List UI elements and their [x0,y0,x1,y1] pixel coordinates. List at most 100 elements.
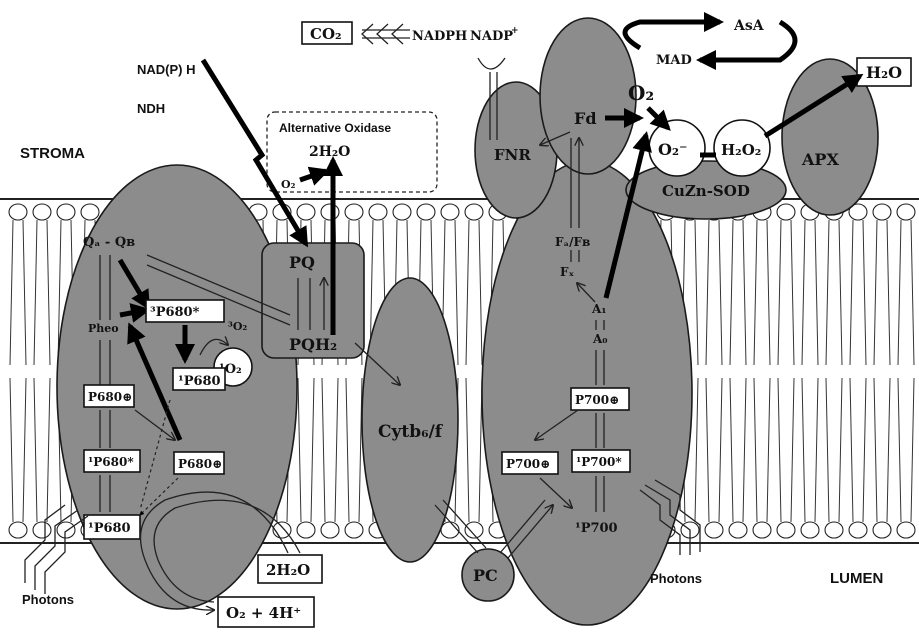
lipid-head-bottom [33,522,51,538]
p700-ground-label: ¹P700 [575,521,618,536]
lipid-tail-bottom [706,378,722,522]
triplet-p680-label: ³P680* [150,305,200,320]
lipid-head-bottom [753,522,771,538]
co2-open-arrows [362,24,410,44]
cytb6f-label: Cytb₆/f [378,422,444,442]
asa-cycle-arrow [625,22,720,48]
asa-label: AsA [733,18,765,34]
fd-label: Fd [574,109,597,128]
nadp-label: NADP [470,29,513,44]
water-products-label: O₂ + 4H⁺ [226,604,301,622]
apx-label: APX [801,150,839,169]
lipid-tail-bottom [322,378,338,522]
fafb-label: Fₐ/Fʙ [555,235,590,249]
lipid-head-top [33,204,51,220]
lipid-tail-bottom [802,378,818,522]
nadph-ndh-label: NAD(P) H [137,62,196,77]
lipid-head-bottom [705,522,723,538]
lipid-head-bottom [801,522,819,538]
superoxide-label: O₂⁻ [658,140,687,159]
lipid-tail-bottom [850,378,866,522]
lipid-tail-top [826,220,842,365]
p680-ground-label: ¹P680 [88,521,131,536]
aox-product: 2H₂O [309,144,350,160]
lipid-head-top [897,204,915,220]
triplet-o2-label: ³O₂ [228,320,247,333]
o2-label: O₂ [628,81,654,105]
a1-label: A₁ [591,302,607,316]
lipid-head-bottom [345,522,363,538]
nadph-label: NADPH [412,29,467,44]
aox-o2: O₂ [281,178,296,191]
lipid-tail-top [754,220,770,365]
photons-left-label: Photons [22,592,74,607]
p680-oxidized-label: P680⊕ [178,457,222,471]
photons-right-label: Photons [650,571,702,586]
h2o2-label: H₂O₂ [721,141,761,159]
lipid-head-top [417,204,435,220]
lipid-head-bottom [321,522,339,538]
lipid-tail-bottom [298,378,314,522]
lipid-head-top [321,204,339,220]
lipid-head-top [777,204,795,220]
cytb6f-complex [362,278,458,562]
lipid-tail-top [730,220,746,365]
lumen-label: LUMEN [830,570,883,587]
mad-label: MAD [656,53,692,68]
lipid-head-top [393,204,411,220]
lipid-tail-bottom [826,378,842,522]
lipid-head-top [345,204,363,220]
lipid-head-bottom [465,522,483,538]
lipid-head-top [81,204,99,220]
pheo-label: Pheo [88,322,119,335]
lipid-head-top [297,204,315,220]
lipid-head-bottom [57,522,75,538]
stroma-label: STROMA [20,145,85,162]
pqh2-label: PQH₂ [289,335,337,354]
lipid-tail-top [34,220,50,365]
qa-qb-label: Qₐ - Qʙ [83,235,135,250]
lipid-head-top [57,204,75,220]
lipid-head-bottom [729,522,747,538]
lipid-head-top [9,204,27,220]
lipid-tail-top [898,220,914,365]
lipid-head-bottom [9,522,27,538]
pc-label: PC [473,566,498,585]
h2o-box-label: H₂O [866,63,902,82]
singlet-p680-label: ¹P680 [178,374,221,389]
ndh-label: NDH [137,101,165,116]
lipid-tail-bottom [778,378,794,522]
p700-excited-label: ¹P700* [576,455,622,469]
lipid-head-bottom [873,522,891,538]
lipid-head-top [873,204,891,220]
lipid-tail-top [850,220,866,365]
lipid-tail-top [466,220,482,365]
p680-excited-label: ¹P680* [88,455,134,469]
photon-lines-left [25,505,88,594]
pq-label: PQ [289,253,315,272]
lipid-tail-top [802,220,818,365]
lipid-head-bottom [849,522,867,538]
lipid-tail-bottom [874,378,890,522]
psi-top-lobe [540,18,636,174]
lipid-tail-top [10,220,26,365]
lipid-tail-bottom [466,378,482,522]
lipid-tail-top [874,220,890,365]
lipid-head-bottom [825,522,843,538]
p680-cation-label: P680⊕ [88,390,132,404]
lipid-head-top [465,204,483,220]
water-label: 2H₂O [266,561,310,579]
fnr-label: FNR [494,146,531,164]
lipid-tail-top [706,220,722,365]
fx-label: Fₓ [560,265,575,279]
lipid-head-bottom [897,522,915,538]
lipid-head-bottom [297,522,315,538]
aox-title: Alternative Oxidase [279,121,391,135]
cuzn-sod-label: CuZn-SOD [662,182,750,200]
lipid-tail-bottom [10,378,26,522]
lipid-tail-bottom [754,378,770,522]
lipid-head-bottom [441,522,459,538]
p700-oxidized-label: P700⊕ [506,457,550,471]
lipid-tail-top [778,220,794,365]
